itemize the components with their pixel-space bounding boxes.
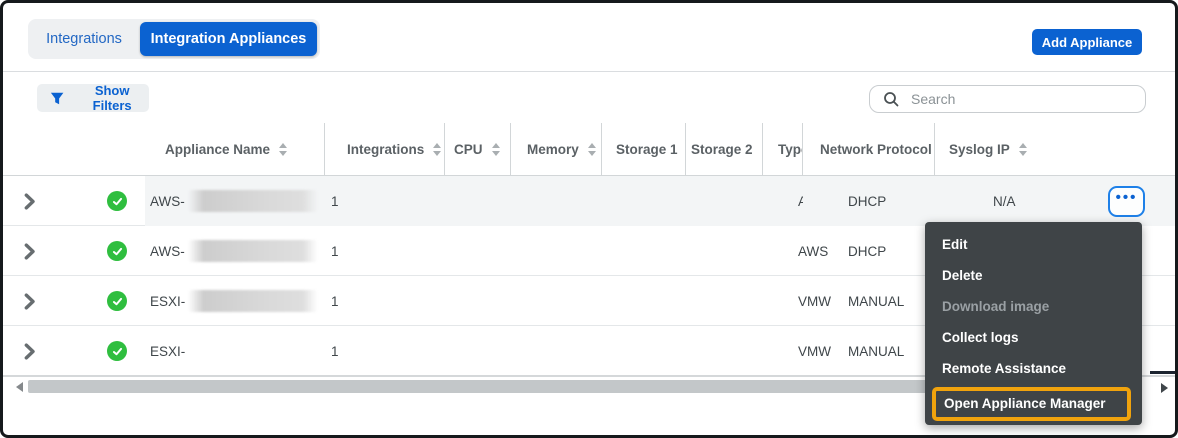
redacted-text-blur (187, 190, 318, 212)
header-appliance-name[interactable]: Appliance Name (145, 123, 325, 176)
table-bottom-border (0, 376, 1178, 377)
network-protocol-cell: MANUAL (848, 343, 905, 359)
sort-icon (587, 143, 596, 156)
sort-icon (433, 143, 442, 156)
row-actions-ellipsis-button[interactable]: ••• (1108, 185, 1145, 217)
table-header: Appliance Name Integrations CPU Memory S… (0, 123, 1178, 176)
tab-integration-appliances[interactable]: Integration Appliances (140, 22, 317, 56)
sort-icon (491, 143, 500, 156)
status-cell (60, 326, 145, 376)
tab-integrations[interactable]: Integrations (46, 31, 122, 47)
memory-cell (511, 326, 602, 376)
menu-item-collect-logs[interactable]: Collect logs (942, 330, 1019, 345)
memory-cell (511, 226, 602, 276)
actions-cell: ••• (1060, 176, 1178, 226)
status-ok-icon (107, 241, 127, 261)
storage2-cell (686, 226, 763, 276)
appliance-name-cell: AWS- (145, 226, 325, 276)
type-cell: AWS (798, 243, 829, 259)
header-integrations[interactable]: Integrations (325, 123, 445, 176)
header-actions (1060, 123, 1178, 176)
expand-cell (0, 226, 60, 276)
cpu-cell (445, 276, 511, 326)
chevron-right-icon[interactable] (21, 342, 38, 360)
appliance-name-cell: ESXI- (150, 343, 186, 359)
tab-group: Integrations Integration Appliances (28, 19, 320, 59)
appliance-name-cell: AWS- (145, 176, 325, 226)
expand-cell (0, 176, 60, 226)
storage1-cell (602, 276, 686, 326)
show-filters-label: Show Filters (92, 83, 132, 113)
row-actions-menu: Edit Delete Download image Collect logs … (925, 222, 1142, 425)
syslog-ip-cell: N/A (935, 176, 1060, 226)
integrations-cell: 1 (331, 293, 339, 309)
storage1-cell (602, 226, 686, 276)
storage2-cell (686, 326, 763, 376)
search-input[interactable] (911, 91, 1111, 107)
storage1-cell (602, 326, 686, 376)
memory-cell (511, 276, 602, 326)
chevron-right-icon[interactable] (21, 192, 38, 210)
cpu-cell (445, 326, 511, 376)
redacted-text-blur (188, 290, 319, 312)
header-expand (0, 123, 60, 176)
integrations-cell: 1 (331, 343, 339, 359)
header-type[interactable]: Type (763, 123, 803, 176)
horizontal-scrollbar-thumb[interactable] (28, 380, 928, 393)
menu-item-edit[interactable]: Edit (942, 237, 968, 252)
status-cell (60, 276, 145, 326)
menu-item-open-appliance-manager[interactable]: Open Appliance Manager (944, 396, 1106, 411)
type-cell: VMW (798, 293, 831, 309)
scrollbar-left-arrow-icon[interactable] (16, 382, 23, 392)
memory-cell (511, 176, 602, 226)
sort-icon (761, 143, 762, 156)
header-status (60, 123, 145, 176)
search-box (869, 85, 1146, 113)
cpu-cell (445, 226, 511, 276)
menu-item-remote-assistance[interactable]: Remote Assistance (942, 361, 1067, 376)
header-storage-2[interactable]: Storage 2 (686, 123, 763, 176)
menu-item-download-image: Download image (942, 299, 1050, 314)
cpu-cell (445, 176, 511, 226)
sort-icon (279, 143, 288, 156)
network-protocol-cell: MANUAL (848, 293, 905, 309)
header-storage-1[interactable]: Storage 1 (602, 123, 686, 176)
redacted-text-blur (187, 240, 318, 262)
type-cell: VMW (798, 343, 831, 359)
type-cell: AWS (763, 176, 828, 226)
storage2-cell (686, 276, 763, 326)
chevron-right-icon[interactable] (21, 292, 38, 310)
appliance-name-cell: ESXI- (145, 276, 325, 326)
sort-icon (1018, 143, 1027, 156)
network-protocol-cell: DHCP (803, 176, 935, 226)
status-ok-icon (107, 191, 127, 211)
status-cell (60, 226, 145, 276)
menu-item-delete[interactable]: Delete (942, 268, 983, 283)
status-cell (60, 176, 145, 226)
chevron-right-icon[interactable] (21, 242, 38, 260)
header-network-protocol[interactable]: Network Protocol (803, 123, 935, 176)
annotation-highlight-box: Open Appliance Manager (932, 387, 1131, 421)
header-syslog-ip[interactable]: Syslog IP (935, 123, 1060, 176)
storage2-cell (686, 176, 763, 226)
header-memory[interactable]: Memory (511, 123, 602, 176)
integrations-cell: 1 (325, 176, 445, 226)
table-row: AWS- 1 AWS DHCP N/A ••• (0, 176, 1178, 226)
filter-icon (50, 92, 64, 104)
expand-cell (0, 276, 60, 326)
header-cpu[interactable]: CPU (445, 123, 511, 176)
storage1-cell (602, 176, 686, 226)
scrollbar-right-arrow-icon[interactable] (1161, 383, 1168, 393)
expand-cell (0, 326, 60, 376)
show-filters-button[interactable]: Show Filters (37, 83, 149, 113)
edge-line (1150, 371, 1176, 374)
search-icon (884, 92, 899, 107)
integrations-cell: 1 (331, 243, 339, 259)
header-divider (3, 71, 1175, 72)
add-appliance-button[interactable]: Add Appliance (1032, 29, 1142, 55)
status-ok-icon (107, 291, 127, 311)
status-ok-icon (107, 341, 127, 361)
network-protocol-cell: DHCP (848, 243, 887, 259)
